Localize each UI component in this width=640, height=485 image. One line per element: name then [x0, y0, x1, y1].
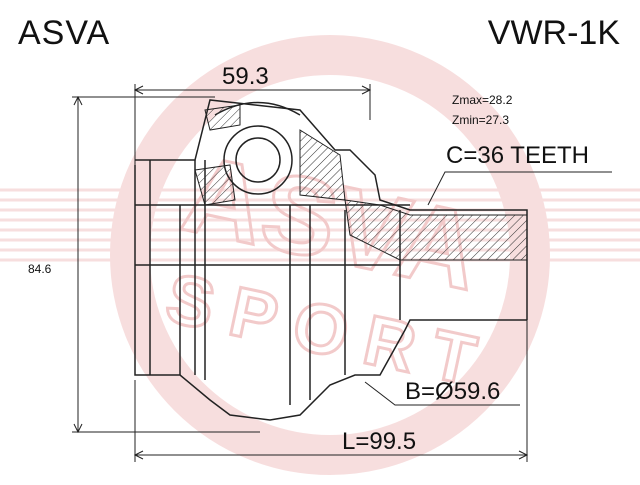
watermark-logo: ASVA SPORT [0, 35, 640, 475]
dimension-top-width: 59.3 [222, 63, 269, 90]
part-outline [134, 99, 528, 421]
dimension-zmax: Zmax=28.2 [452, 93, 513, 107]
dimension-length: L=99.5 [342, 428, 417, 455]
dimension-lines [72, 84, 612, 462]
dimension-teeth: C=36 TEETH [446, 142, 589, 169]
hatched-sections [194, 104, 528, 261]
brand-label: ASVA [18, 14, 111, 52]
part-number-label: VWR-1K [487, 14, 620, 52]
dimension-zmin: Zmin=27.3 [452, 113, 510, 127]
watermark-stripes [0, 188, 640, 262]
dimension-outer-diameter: B=Ø59.6 [405, 378, 501, 405]
ball-element [223, 125, 293, 195]
dimension-height: 84.6 [28, 262, 52, 276]
